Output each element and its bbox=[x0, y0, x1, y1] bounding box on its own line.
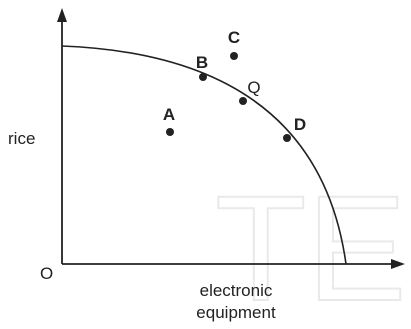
point-a: A bbox=[163, 105, 175, 136]
point-d-label: D bbox=[294, 115, 306, 134]
point-c-marker bbox=[230, 52, 238, 60]
point-a-marker bbox=[166, 128, 174, 136]
y-axis-label: rice bbox=[8, 129, 35, 148]
point-b-label: B bbox=[196, 53, 208, 72]
watermark-text: TE bbox=[215, 164, 407, 329]
point-a-label: A bbox=[163, 105, 175, 124]
point-b-marker bbox=[199, 73, 207, 81]
point-q: Q bbox=[239, 78, 261, 105]
x-axis-arrowhead bbox=[391, 259, 405, 269]
x-axis-label-line1: electronic bbox=[200, 281, 273, 300]
origin-label: O bbox=[40, 264, 53, 283]
point-b: B bbox=[196, 53, 208, 81]
point-c-label: C bbox=[228, 28, 240, 47]
point-d: D bbox=[283, 115, 306, 142]
axes bbox=[57, 8, 405, 269]
x-axis-label-line2: equipment bbox=[196, 303, 276, 322]
watermark: TE bbox=[214, 163, 408, 329]
point-q-marker bbox=[239, 97, 247, 105]
point-q-label: Q bbox=[247, 78, 260, 97]
point-c: C bbox=[228, 28, 240, 60]
point-d-marker bbox=[283, 134, 291, 142]
y-axis-arrowhead bbox=[57, 8, 67, 22]
ppf-curve bbox=[61, 45, 347, 265]
